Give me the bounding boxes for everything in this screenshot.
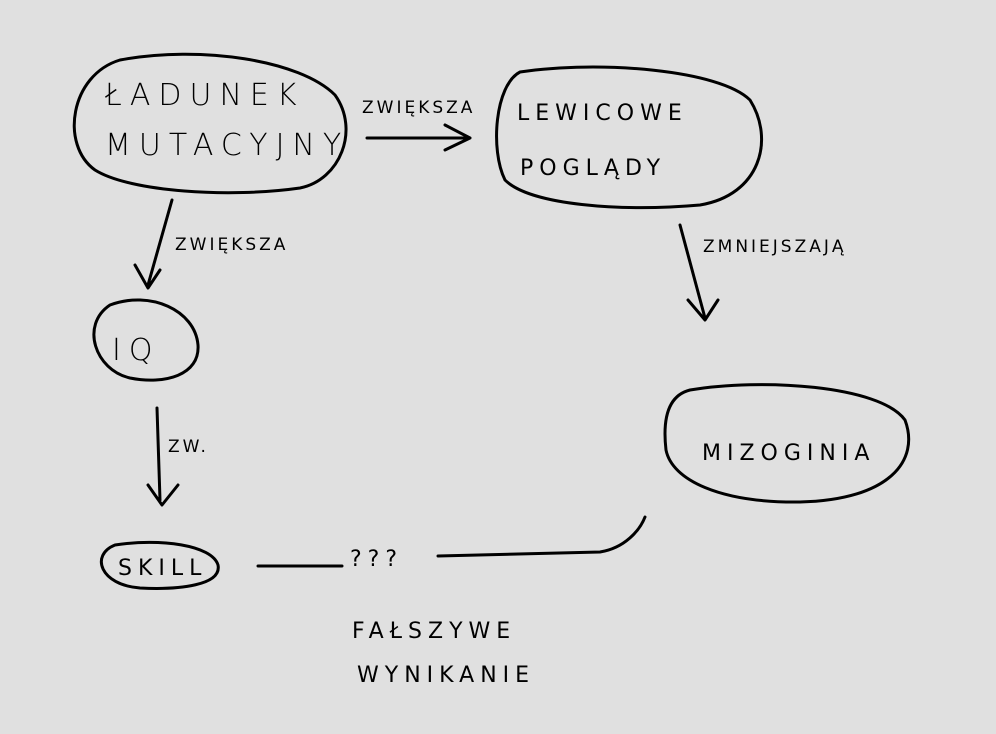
- edge-label: ZWIĘKSZA: [175, 235, 288, 255]
- node-mutational-load: ŁADUNEK MUTACYJNY: [72, 52, 349, 195]
- node-outline: [92, 298, 200, 382]
- caption-line1: FAŁSZYWE: [352, 619, 516, 644]
- node-outline: [99, 540, 220, 590]
- edge-load-to-iq: ZWIĘKSZA: [133, 198, 288, 290]
- edge-views-to-misogyny: ZMNIEJSZAJĄ: [678, 223, 847, 322]
- node-label-line1: LEWICOWE: [517, 101, 688, 126]
- connector-line: [436, 515, 647, 558]
- node-label: MIZOGINIA: [702, 441, 875, 466]
- edge-label: ZW.: [168, 437, 209, 457]
- edge-label: ZWIĘKSZA: [362, 98, 475, 118]
- node-outline: [72, 52, 348, 195]
- node-iq: IQ: [92, 298, 200, 382]
- arrow: [678, 223, 720, 322]
- edge-load-to-views: ZWIĘKSZA: [362, 98, 475, 152]
- edge-skill-misogyny: ???: [256, 515, 647, 572]
- node-skill: SKILL: [99, 540, 220, 590]
- arrow: [146, 406, 180, 507]
- node-outline: [663, 383, 911, 504]
- edge-label: ZMNIEJSZAJĄ: [703, 237, 847, 257]
- caption-line2: WYNIKANIE: [357, 663, 535, 688]
- caption: FAŁSZYWE WYNIKANIE: [352, 619, 535, 688]
- node-misogyny: MIZOGINIA: [663, 383, 911, 504]
- node-label-line2: POGLĄDY: [520, 156, 666, 181]
- node-outline: [495, 65, 764, 210]
- node-label-line2: MUTACYJNY: [105, 128, 349, 163]
- node-label-line1: ŁADUNEK: [104, 78, 305, 113]
- arrow: [133, 198, 174, 290]
- edge-label: ???: [350, 547, 403, 572]
- node-left-views: LEWICOWE POGLĄDY: [495, 65, 764, 210]
- edge-iq-to-skill: ZW.: [146, 406, 209, 507]
- arrow: [365, 123, 472, 152]
- node-label: SKILL: [118, 556, 207, 581]
- node-label: IQ: [112, 333, 160, 368]
